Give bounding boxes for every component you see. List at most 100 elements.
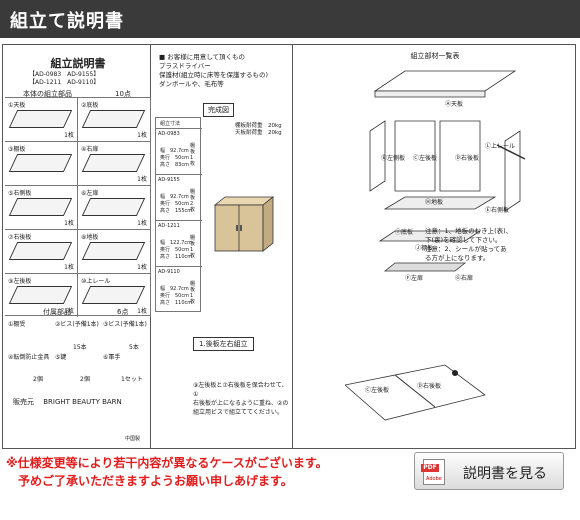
view-manual-button[interactable]: PDF Adobe 説明書を見る [414,452,564,490]
caution-line: 下(裏)を確認して下さい。 [425,236,502,244]
accessory-item: ②ビス(予備1本) [55,321,99,328]
size-table-header: 組立寸法 [160,121,181,127]
accessory-qty: 2個 [80,376,90,383]
doc-title: 組立説明書 [50,57,106,70]
caution-line: 注意：1、地板のむき上(表)、 [425,227,513,235]
size-value: 奥行 50cm [160,201,189,207]
size-value: 奥行 50cm [160,293,189,299]
part-label: ⑤右側板 [8,190,32,197]
step-instructions: ⑨左後板と⑦右後板を保合わせて、① 右後板が上になるように重ね、②の 組立用ビス… [193,381,292,417]
part-callout: Ⓓ右後板 [417,383,442,390]
size-shelf: 棚板1枚 [190,235,196,259]
size-table: 組立寸法 AD-0983 幅 92.7cm 奥行 50cm 高さ 83cm 棚板… [155,117,202,312]
size-value: 奥行 50cm [160,155,189,161]
exploded-view-column: 組立部材一覧表 Ⓐ天板 Ⓑ左側板 Ⓒ左後板 Ⓓ右後板 Ⓔ右側板 Ⓗ地板 Ⓘ底板 … [295,45,575,448]
accessories-grid: ①棚受 ②ビス(予備1本) ③ビス(予備1本) 15本 5本 ④転倒防止金具 ⑤… [5,315,151,385]
view-manual-label: 説明書を見る [463,466,547,482]
part-callout: Ⓘ底板 [395,229,414,236]
part-item: ⑤右側板 1枚 [5,185,78,229]
parts-list-title: 組立部材一覧表 [410,52,460,60]
maker-name: BRIGHT BEAUTY BARN [43,398,122,406]
accessory-item: ④転倒防止金具 [8,354,50,361]
size-value: 高さ 110cm [160,254,193,260]
part-callout: Ⓕ左扉 [405,275,424,282]
panel-illustration [81,242,146,260]
size-value: 幅 92.7cm [160,286,189,292]
size-value: 高さ 155cm [160,208,193,214]
accessory-item: ③ビス(予備1本) [103,321,147,328]
step-line: ⑨左後板と⑦右後板を保合わせて、① [193,382,288,398]
part-qty: 1枚 [64,264,74,271]
size-shelf: 棚板1枚 [190,281,196,305]
instruction-sheet: 組立説明書 【AD-0983 AD-9155】 【AD-1211 AD-9110… [2,44,576,449]
part-item: ③棚板 [5,141,78,185]
part-callout: Ⓒ左後板 [365,387,390,394]
page-title: 組立て説明書 [10,11,124,32]
model-line: 【AD-1211 AD-9110】 [29,79,100,86]
step-line: 組立用ビスで組立ててください。 [193,409,283,416]
part-item: ⑩上レール 1枚 [78,273,151,317]
cabinet-illustration [213,196,275,252]
notes: ■ お客様に用意して頂くもの プラスドライバー 保護材(組立時に床等を保護するも… [159,53,268,89]
size-value: 幅 92.7cm [160,194,189,200]
part-callout: Ⓖ右扉 [455,275,474,282]
note-line: ■ お客様に用意して頂くもの [159,53,246,61]
part-qty: 1枚 [137,176,147,183]
maker-label: 販売元 [13,398,34,406]
part-label: ⑧地板 [81,234,99,241]
size-shelf: 棚板1枚 [190,143,196,167]
accessory-qty: 1セット [121,376,143,383]
part-qty: 1枚 [137,220,147,227]
part-callout: Ⓔ右側板 [485,207,510,214]
part-item: ⑦右後板 1枚 [5,229,78,273]
part-label: ③棚板 [8,146,26,153]
part-qty: 1枚 [64,220,74,227]
accessory-item: ⑥軍手 [103,354,121,361]
accessory-qty: 5本 [129,344,139,351]
part-qty: 1枚 [137,308,147,315]
part-callout: Ⓗ地板 [425,199,444,206]
model-line: 【AD-0983 AD-9155】 [29,71,100,78]
part-callout: Ⓑ左側板 [381,155,406,162]
part-qty: 1枚 [137,132,147,139]
size-row: AD-1211 幅 122.7cm 奥行 50cm 高さ 110cm 棚板1枚 [156,220,202,266]
part-label: ①天板 [8,102,26,109]
panel-illustration [8,198,73,216]
size-model: AD-0983 [158,131,180,137]
size-row: AD-0983 幅 92.7cm 奥行 50cm 高さ 83cm 棚板1枚 [156,128,202,174]
accessory-qty: 15本 [73,344,87,351]
step-line: 右後板が上になるように重ね、②の [193,400,289,407]
body-parts-label: 本体の組立部品 [23,90,72,98]
panel-illustration [8,110,73,128]
part-callout: Ⓛ上レール [485,143,516,150]
part-qty: 1枚 [137,264,147,271]
accessory-qty: 2個 [33,376,43,383]
panel-illustration [8,286,73,304]
accessory-item: ⑤鍵 [55,354,67,361]
accessories-count: 6点 [117,308,129,316]
weight-line: 棚板耐荷重 20kg [235,123,282,129]
size-value: 高さ 83cm [160,162,189,168]
caution-notes: 注意：1、地板のむき上(表)、 下(裏)を確認して下さい。 注意：2、シールが貼… [425,227,512,263]
panel-illustration [8,154,73,172]
part-item: ⑨左後板 1枚 [5,273,78,317]
header-bar: 組立て説明書 [0,0,580,38]
caution-line: る方が上になります。 [425,254,490,262]
part-label: ⑦右後板 [8,234,32,241]
part-callout: Ⓐ天板 [445,101,464,108]
panel-illustration [81,154,146,172]
load-capacity: 棚板耐荷重 20kg 天板耐荷重 20kg [235,123,282,137]
part-label: ⑩上レール [81,278,111,285]
accessories-label: 付属部品 [43,308,71,316]
maker: 販売元 BRIGHT BEAUTY BARN [13,397,122,407]
panel-illustration [81,286,146,304]
part-item: ⑧地板 1枚 [78,229,151,273]
size-row: AD-9155 幅 92.7cm 奥行 50cm 高さ 155cm 棚板2枚 [156,174,202,220]
note-line: ダンボールや、毛布等 [159,80,224,88]
part-label: ⑥左扉 [81,190,99,197]
part-label: ⑨左後板 [8,278,32,285]
part-qty: 1枚 [64,308,74,315]
panel-illustration [81,198,146,216]
